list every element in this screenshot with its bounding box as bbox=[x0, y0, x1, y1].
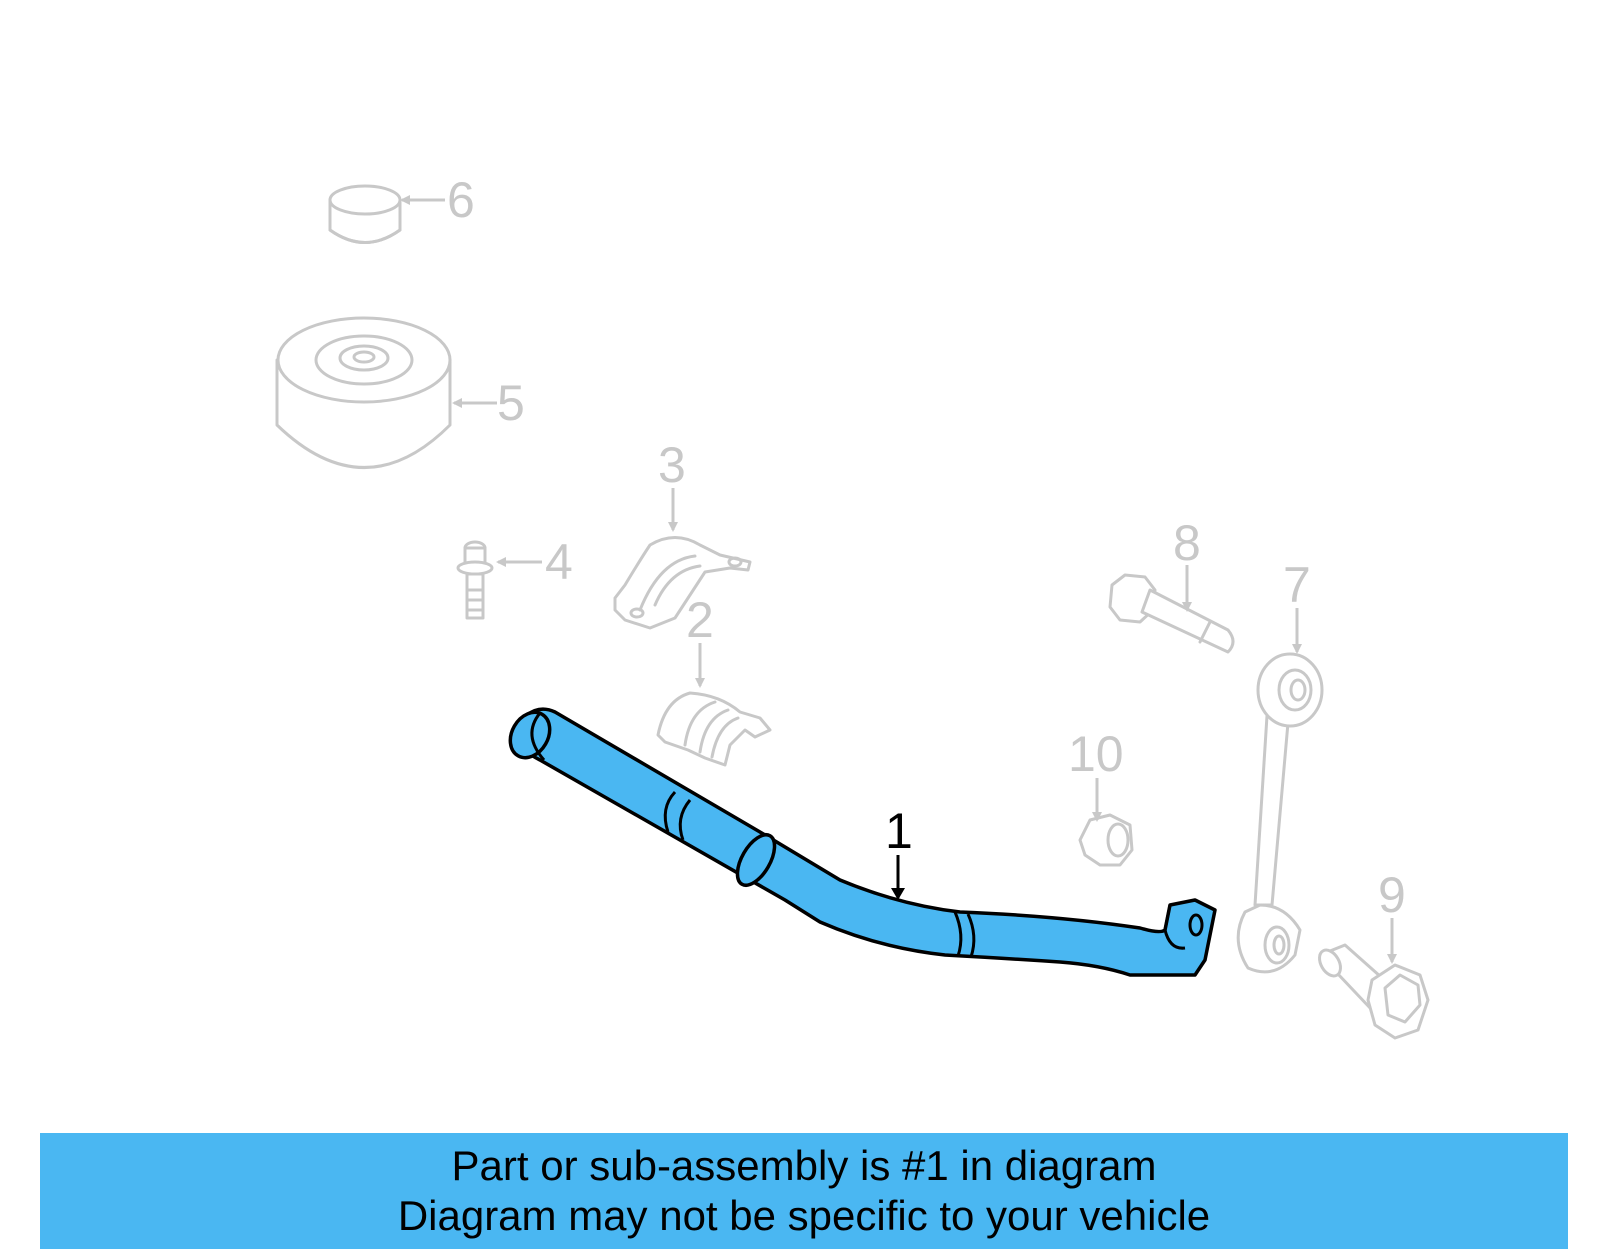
part-2-bushing bbox=[656, 691, 772, 767]
part-6-cap bbox=[328, 184, 402, 244]
callout-9: 9 bbox=[1378, 867, 1406, 923]
callout-8: 8 bbox=[1173, 515, 1201, 571]
callout-3: 3 bbox=[658, 437, 686, 493]
part-8-bolt bbox=[1108, 573, 1235, 654]
part-10-nut bbox=[1078, 813, 1134, 867]
callout-7: 7 bbox=[1283, 557, 1311, 613]
part-5-mount bbox=[275, 316, 452, 469]
part-7-link bbox=[1236, 652, 1324, 974]
part-1-stabilizer-bar bbox=[508, 707, 1217, 977]
banner-line-2: Diagram may not be specific to your vehi… bbox=[397, 1192, 1211, 1239]
info-banner: Part or sub-assembly is #1 in diagram Di… bbox=[40, 1133, 1568, 1249]
callout-5: 5 bbox=[497, 375, 525, 431]
banner-line-1: Part or sub-assembly is #1 in diagram bbox=[451, 1142, 1157, 1189]
callout-4: 4 bbox=[545, 534, 573, 590]
callout-10: 10 bbox=[1068, 726, 1124, 782]
callout-6: 6 bbox=[447, 172, 475, 228]
callout-1: 1 bbox=[885, 803, 913, 859]
part-9-bolt bbox=[1318, 943, 1430, 1040]
parts-diagram: 6 5 4 3 2 bbox=[275, 172, 1430, 1040]
part-4-bolt bbox=[456, 540, 494, 620]
callout-2: 2 bbox=[686, 592, 714, 648]
part-3-bracket bbox=[613, 536, 752, 630]
